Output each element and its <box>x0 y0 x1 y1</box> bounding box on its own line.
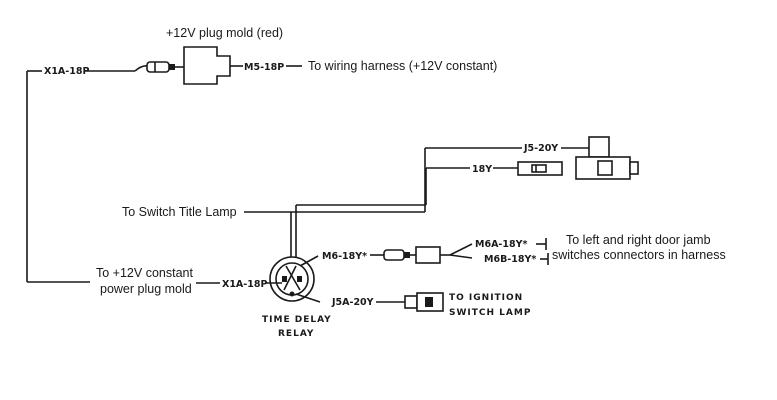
relay-contact-2 <box>283 265 297 291</box>
left-bus <box>26 71 90 283</box>
plug-mold-pin-connector <box>146 61 170 73</box>
wire-m6-diagonal <box>299 255 319 267</box>
connector-18y-terminal <box>531 164 547 173</box>
wire-j5-label: J5-20Y <box>523 143 558 154</box>
upper-connectors-group: J5-20Y 18Y <box>425 136 639 180</box>
title-lamp-label: To Switch Title Lamp <box>122 205 237 219</box>
plug-mold-destination: To wiring harness (+12V constant) <box>308 59 497 73</box>
plug-mold-left-wire-label: X1A-18P <box>44 66 89 77</box>
wire-18y-label: 18Y <box>472 164 492 175</box>
plug-mold-title: +12V plug mold (red) <box>166 26 283 40</box>
plug-mold-group: +12V plug mold (red) X1A-18P M5-18P To w… <box>27 26 497 85</box>
title-lamp-group: To Switch Title Lamp <box>122 148 427 260</box>
m6-splice-body <box>415 246 441 264</box>
wire-m6b-diagonal <box>449 254 473 259</box>
relay-input-label-line1: To +12V constant <box>96 266 193 280</box>
relay-caption-line2: RELAY <box>278 329 314 339</box>
m6-pin-connector <box>383 249 405 261</box>
relay-inner-ring <box>275 262 309 296</box>
plug-mold-body <box>183 46 231 85</box>
time-delay-relay: TIME DELAY RELAY <box>262 256 332 339</box>
relay-caption-line1: TIME DELAY <box>262 315 332 325</box>
ignition-label-line2: SWITCH LAMP <box>449 308 531 318</box>
plug-mold-right-wire-label: M5-18P <box>244 62 284 73</box>
relay-input-group: To +12V constant power plug mold X1A-18P <box>96 266 282 296</box>
relay-output-j5a-label: J5A-20Y <box>331 297 374 308</box>
door-jamb-label-line2: switches connectors in harness <box>552 248 726 262</box>
relay-terminal-left <box>282 276 287 282</box>
ignition-label-line1: TO IGNITION <box>449 293 523 303</box>
relay-terminal-right <box>297 276 302 282</box>
wire-m6a-diagonal <box>449 243 473 256</box>
door-wire-a-label: M6A-18Y* <box>475 239 527 250</box>
relay-input-wire-label: X1A-18P <box>222 279 267 290</box>
relay-output-j5a-group: J5A-20Y TO IGNITION SWITCH LAMP <box>295 292 531 318</box>
lamp-socket-window <box>597 160 613 176</box>
wire-j5a-diagonal <box>295 293 321 303</box>
pin-connector-tip <box>169 64 175 70</box>
m6-pin-tip <box>404 252 410 258</box>
ignition-connector-left <box>404 295 418 309</box>
lamp-socket-top <box>588 136 610 158</box>
relay-terminal-bottom <box>289 291 295 297</box>
lamp-socket-cap <box>629 161 639 175</box>
relay-output-m6-group: M6-18Y* M6A-18Y* M6B-18Y* To left and ri… <box>299 233 726 267</box>
door-jamb-label-line1: To left and right door jamb <box>566 233 711 247</box>
door-wire-b-label: M6B-18Y* <box>484 254 536 265</box>
wire-x1a-curve <box>134 65 149 72</box>
ignition-connector-terminal <box>425 297 433 307</box>
relay-output-m6-label: M6-18Y* <box>322 251 367 262</box>
relay-input-label-line2: power plug mold <box>100 282 192 296</box>
relay-contact-1 <box>285 265 301 291</box>
